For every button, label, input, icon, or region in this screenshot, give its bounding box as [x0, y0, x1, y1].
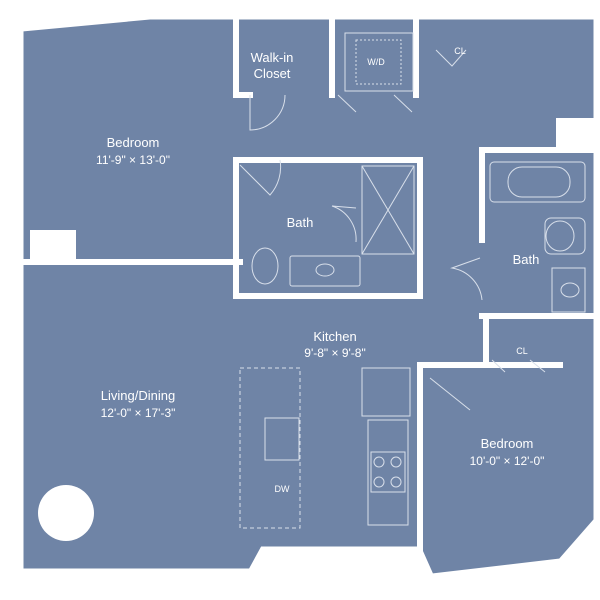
dishwasher-label: DW — [274, 484, 290, 494]
kitchen-name: Kitchen — [313, 329, 357, 344]
bath-second-name: Bath — [512, 252, 540, 267]
closet-bottom-label: CL — [516, 346, 528, 356]
fixtures — [239, 32, 586, 529]
wd-label: W/D — [367, 57, 385, 67]
kitchen-dims: 9'-8" × 9'-8" — [304, 346, 366, 360]
bath-main-name: Bath — [286, 215, 314, 230]
living-dining-dims: 12'-0" × 17'-3" — [100, 406, 176, 420]
walkin-closet-name: Walk-in Closet — [250, 50, 294, 82]
bedroom-main-dims: 11'-9" × 13'-0" — [96, 153, 170, 167]
living-dining-name: Living/Dining — [100, 388, 176, 403]
closet-top-label: CL — [454, 46, 466, 56]
column — [30, 230, 76, 262]
exterior-notch — [556, 118, 600, 152]
bedroom-second-name: Bedroom — [480, 436, 534, 451]
dining-table — [38, 485, 94, 541]
bedroom-main-name: Bedroom — [106, 135, 160, 150]
bedroom-second-dims: 10'-0" × 12'-0" — [469, 454, 545, 468]
